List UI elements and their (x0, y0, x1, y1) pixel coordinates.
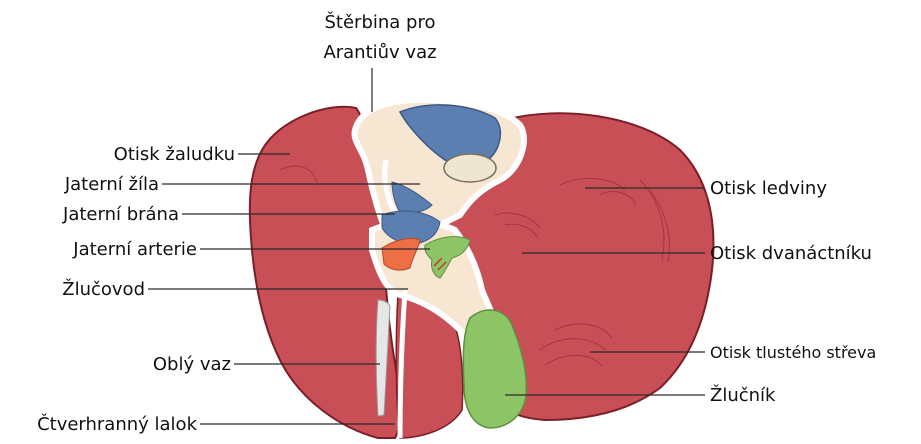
ivc-cut (444, 154, 496, 182)
label-ctverhranny-lalok: Čtverhranný lalok (37, 413, 198, 435)
label-sterbina-line1: Štěrbina pro (325, 11, 436, 33)
label-jaterni-zila: Jaterní žíla (64, 174, 159, 195)
label-zlucnik: Žlučník (710, 384, 776, 406)
label-jaterni-brana: Jaterní brána (62, 204, 179, 225)
label-otisk-tlusteho-streva: Otisk tlustého střeva (710, 343, 876, 362)
label-zlucovod: Žlučovod (62, 278, 145, 300)
label-sterbina-line2: Arantiův vaz (323, 42, 436, 63)
label-otisk-ledviny: Otisk ledviny (710, 178, 827, 199)
label-jaterni-arterie: Jaterní arterie (72, 239, 197, 260)
label-obly-vaz: Oblý vaz (153, 354, 231, 375)
label-otisk-zaludku: Otisk žaludku (114, 144, 235, 165)
label-otisk-dvanactniku: Otisk dvanáctníku (710, 243, 872, 264)
